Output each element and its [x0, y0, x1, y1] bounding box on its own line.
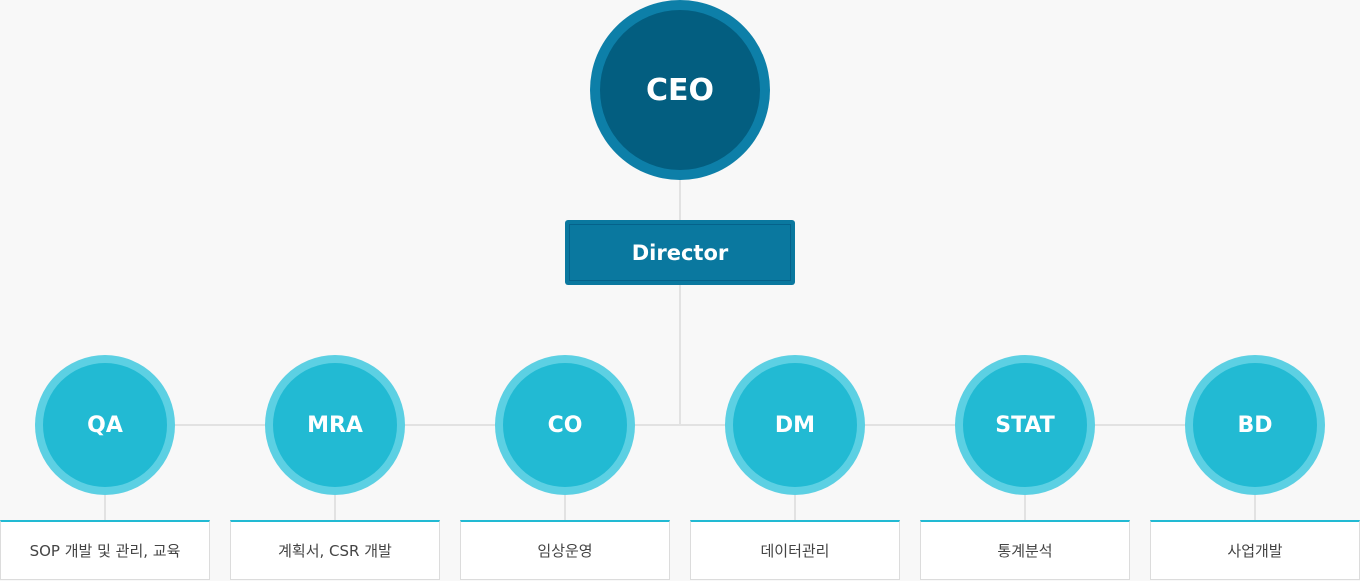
dept-node-stat: STAT [955, 355, 1095, 495]
dept-label-dm: DM [733, 363, 857, 487]
dm-task-connector [794, 495, 796, 520]
ceo-director-connector [679, 180, 681, 220]
dept-node-mra: MRA [265, 355, 405, 495]
dept-node-co: CO [495, 355, 635, 495]
task-box-bd: 사업개발 [1150, 520, 1360, 580]
dept-node-dm: DM [725, 355, 865, 495]
bd-task-connector [1254, 495, 1256, 520]
stat-task-connector [1024, 495, 1026, 520]
dept-label-mra: MRA [273, 363, 397, 487]
dept-label-qa: QA [43, 363, 167, 487]
task-box-mra: 계획서, CSR 개발 [230, 520, 440, 580]
dept-label-bd: BD [1193, 363, 1317, 487]
dept-label-co: CO [503, 363, 627, 487]
qa-task-connector [104, 495, 106, 520]
task-box-dm: 데이터관리 [690, 520, 900, 580]
director-label: Director [569, 224, 791, 281]
department-horizontal-connector [105, 424, 1255, 426]
co-task-connector [564, 495, 566, 520]
task-box-co: 임상운영 [460, 520, 670, 580]
mra-task-connector [334, 495, 336, 520]
dept-label-stat: STAT [963, 363, 1087, 487]
ceo-label: CEO [600, 10, 760, 170]
director-node: Director [565, 220, 795, 285]
dept-node-qa: QA [35, 355, 175, 495]
ceo-node: CEO [590, 0, 770, 180]
task-box-stat: 통계분석 [920, 520, 1130, 580]
director-trunk-connector [679, 285, 681, 425]
dept-node-bd: BD [1185, 355, 1325, 495]
task-box-qa: SOP 개발 및 관리, 교육 [0, 520, 210, 580]
